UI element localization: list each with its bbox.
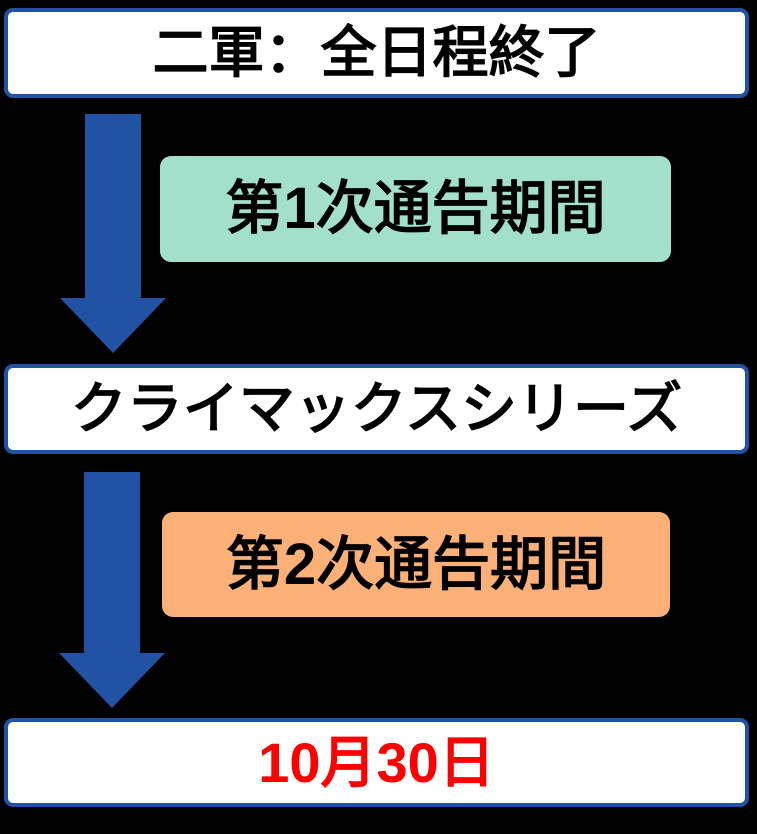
- down-arrow-shaft: [84, 472, 140, 653]
- down-arrow-head: [60, 298, 166, 353]
- down-arrow-shaft: [85, 114, 141, 298]
- down-arrow-icon: [59, 472, 165, 709]
- notice-period-2-label: 第2次通告期間: [225, 531, 607, 597]
- stage-box-farm-schedule-end: 二軍：全日程終了: [4, 8, 749, 98]
- stage-climax-series-label: クライマックスシリーズ: [70, 377, 683, 440]
- stage-farm-schedule-end-label: 二軍：全日程終了: [152, 21, 601, 84]
- stage-box-climax-series: クライマックスシリーズ: [4, 364, 749, 454]
- notice-period-1-pill: 第1次通告期間: [160, 156, 671, 262]
- down-arrow-head: [59, 653, 165, 708]
- notice-period-1-label: 第1次通告期間: [225, 176, 606, 241]
- notice-period-2-pill: 第2次通告期間: [162, 512, 670, 617]
- stage-box-date: 10月30日: [4, 718, 749, 807]
- date-label: 10月30日: [258, 730, 495, 794]
- down-arrow-icon: [60, 114, 166, 353]
